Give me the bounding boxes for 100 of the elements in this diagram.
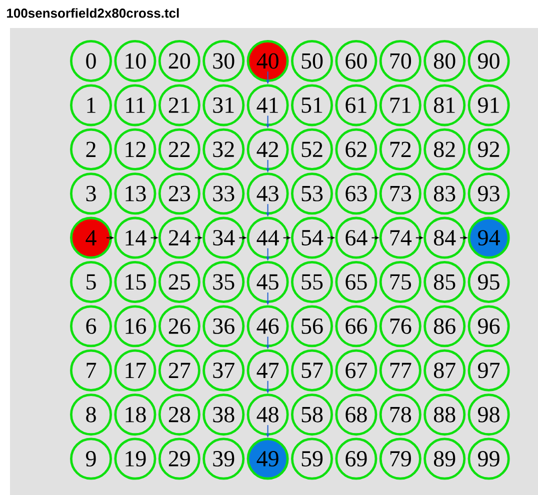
sensor-node: 16 [114, 305, 156, 348]
sensor-node: 23 [158, 172, 200, 215]
sensor-node: 39 [202, 438, 245, 480]
sensor-node: 92 [468, 128, 510, 170]
sensor-node: 80 [424, 40, 466, 82]
sensor-node: 30 [202, 40, 245, 82]
sensor-node: 59 [291, 438, 333, 480]
sensor-node: 6 [70, 305, 112, 348]
title: 100sensorfield2x80cross.tcl [7, 8, 179, 18]
sensor-node: 22 [158, 128, 200, 170]
sensor-node: 28 [158, 394, 200, 436]
sensor-node: 13 [114, 172, 156, 215]
sensor-node: 77 [379, 349, 422, 392]
sensor-node: 45 [246, 260, 289, 303]
sensor-node: 18 [114, 394, 156, 436]
sensor-node: 7 [70, 349, 112, 392]
sensor-node: 60 [335, 40, 378, 82]
sensor-node: 42 [246, 128, 289, 170]
sensor-node: 21 [158, 84, 200, 126]
sensor-node: 58 [291, 394, 333, 436]
sensor-node: 74 [379, 216, 422, 259]
sensor-node: 25 [158, 260, 200, 303]
sensor-node: 85 [424, 260, 466, 303]
sensor-node: 87 [424, 349, 466, 392]
sensor-node: 81 [424, 84, 466, 126]
sensor-node: 95 [468, 260, 510, 303]
sensor-node: 36 [202, 305, 245, 348]
sensor-node: 17 [114, 349, 156, 392]
sensor-node: 51 [291, 84, 333, 126]
highlighted-sensor-node: 94 [468, 216, 510, 259]
sensor-node: 97 [468, 349, 510, 392]
sensor-node: 66 [335, 305, 378, 348]
sensor-node: 78 [379, 394, 422, 436]
sensor-node: 15 [114, 260, 156, 303]
sensor-node: 98 [468, 394, 510, 436]
sensor-node: 62 [335, 128, 378, 170]
sensor-node: 47 [246, 349, 289, 392]
sensor-node: 2 [70, 128, 112, 170]
sensor-node: 41 [246, 84, 289, 126]
sensor-node: 61 [335, 84, 378, 126]
sensor-node: 69 [335, 438, 378, 480]
sensor-node: 37 [202, 349, 245, 392]
sensor-node: 43 [246, 172, 289, 215]
sensor-node: 0 [70, 40, 112, 82]
highlighted-sensor-node: 49 [246, 438, 289, 480]
sensor-node: 90 [468, 40, 510, 82]
sensor-node: 82 [424, 128, 466, 170]
sensor-node: 79 [379, 438, 422, 480]
sensor-node: 68 [335, 394, 378, 436]
sensor-node: 99 [468, 438, 510, 480]
sensor-node: 5 [70, 260, 112, 303]
sensor-node: 8 [70, 394, 112, 436]
sensor-node: 93 [468, 172, 510, 215]
sensor-node: 33 [202, 172, 245, 215]
sensor-node: 19 [114, 438, 156, 480]
highlighted-sensor-node: 4 [70, 216, 112, 259]
sensor-node: 34 [202, 216, 245, 259]
sensor-node: 73 [379, 172, 422, 215]
sensor-node: 9 [70, 438, 112, 480]
sensor-node: 71 [379, 84, 422, 126]
sensor-node: 75 [379, 260, 422, 303]
sensor-node: 52 [291, 128, 333, 170]
sensor-node: 67 [335, 349, 378, 392]
sensor-node: 56 [291, 305, 333, 348]
sensor-node: 46 [246, 305, 289, 348]
sensor-node: 35 [202, 260, 245, 303]
sensor-node: 27 [158, 349, 200, 392]
sensor-node: 83 [424, 172, 466, 215]
sensor-node: 57 [291, 349, 333, 392]
sensor-node: 65 [335, 260, 378, 303]
sensor-node: 91 [468, 84, 510, 126]
sensor-node: 32 [202, 128, 245, 170]
sensor-node: 89 [424, 438, 466, 480]
sensor-node: 24 [158, 216, 200, 259]
sensor-node: 96 [468, 305, 510, 348]
sensor-node: 29 [158, 438, 200, 480]
sensor-node: 54 [291, 216, 333, 259]
sensor-node: 26 [158, 305, 200, 348]
sensor-node: 76 [379, 305, 422, 348]
sensor-node: 20 [158, 40, 200, 82]
sensor-node: 53 [291, 172, 333, 215]
sensor-node: 10 [114, 40, 156, 82]
sensor-node: 64 [335, 216, 378, 259]
sensor-node: 14 [114, 216, 156, 259]
sensor-node: 48 [246, 394, 289, 436]
sensor-node: 72 [379, 128, 422, 170]
sensor-node: 11 [114, 84, 156, 126]
sensor-node: 55 [291, 260, 333, 303]
sensor-node: 3 [70, 172, 112, 215]
sensor-node: 38 [202, 394, 245, 436]
sensor-node: 70 [379, 40, 422, 82]
sensor-node: 84 [424, 216, 466, 259]
sensor-node: 1 [70, 84, 112, 126]
sensor-node: 12 [114, 128, 156, 170]
highlighted-sensor-node: 40 [246, 40, 289, 82]
sensor-node: 31 [202, 84, 245, 126]
sensor-node: 86 [424, 305, 466, 348]
sensor-node: 44 [246, 216, 289, 259]
sensor-node: 50 [291, 40, 333, 82]
sensor-node: 88 [424, 394, 466, 436]
